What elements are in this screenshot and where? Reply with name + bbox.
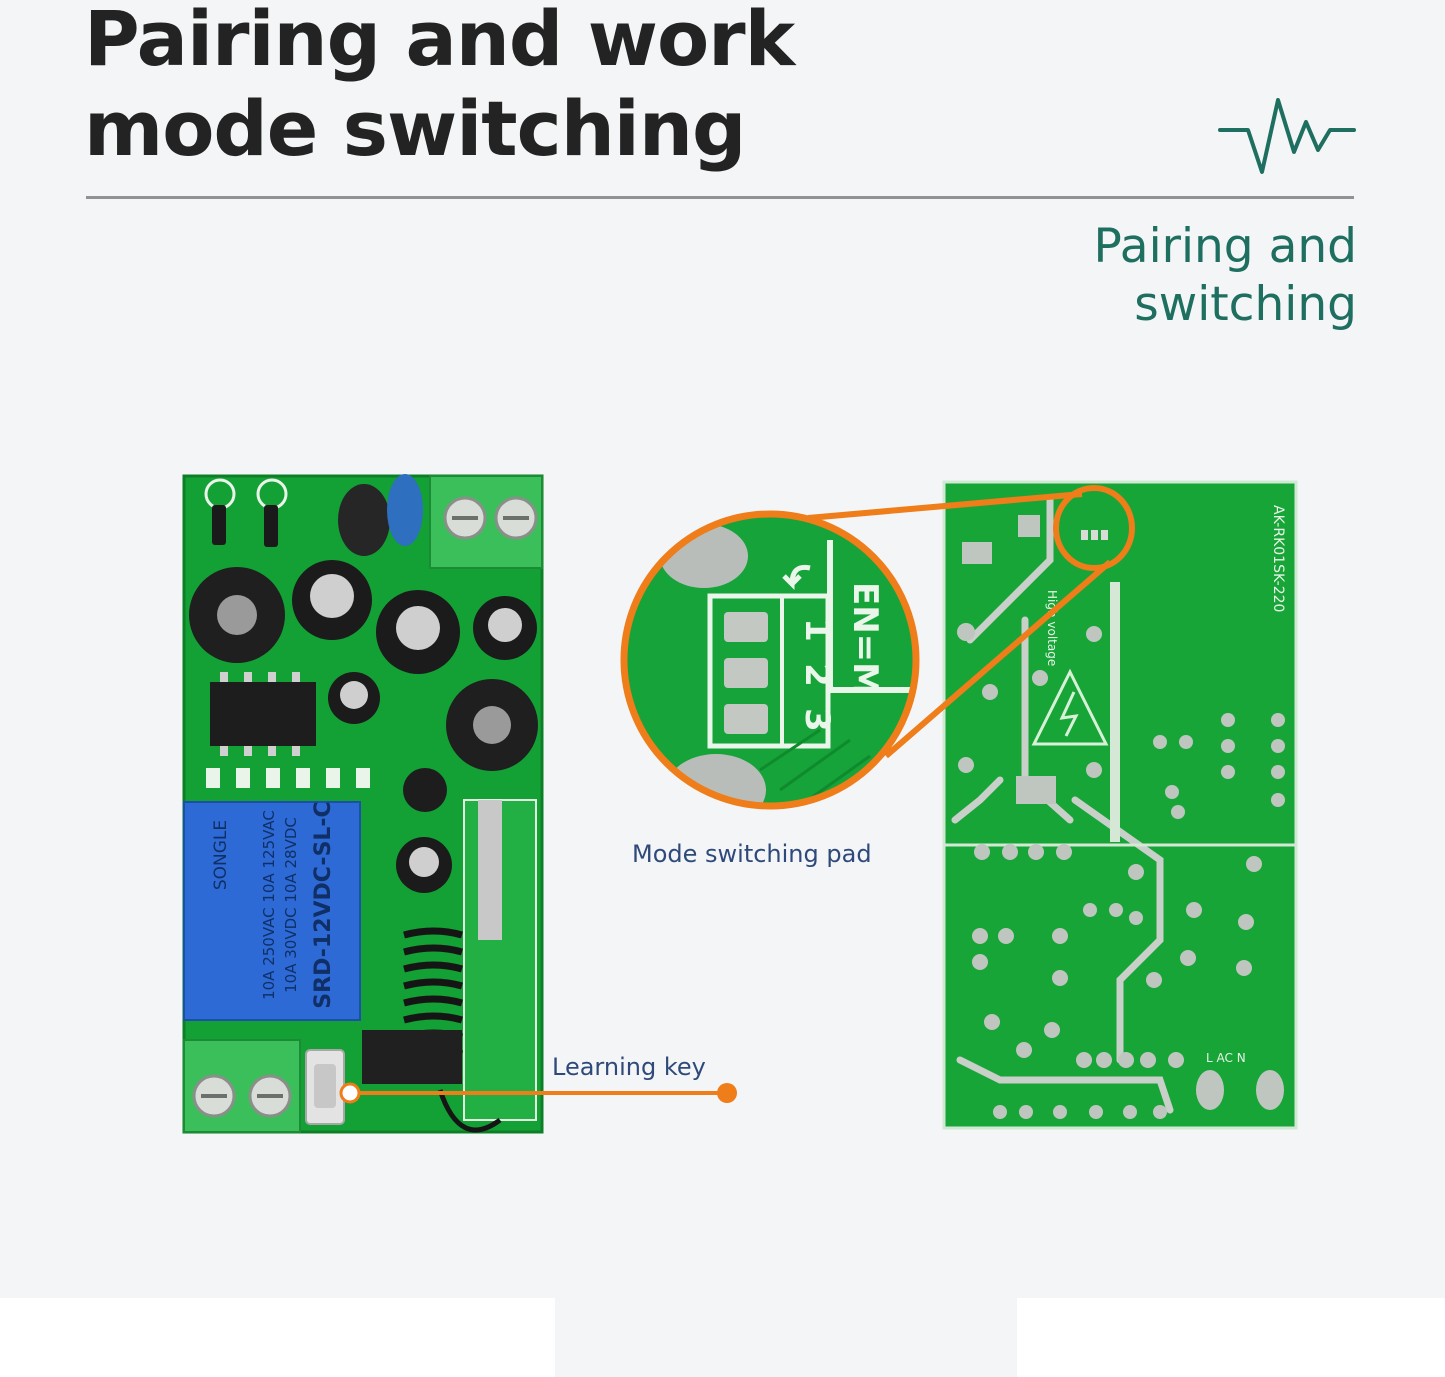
pad-number-3: 3 [797, 708, 837, 732]
front-pcb: SRD-12VDC-SL-C 10A 30VDC 10A 28VDC 10A 2… [182, 474, 544, 1134]
pad-number-2: 2 [797, 663, 837, 687]
relay-rating-2: 10A 30VDC 10A 28VDC [282, 817, 300, 993]
relay-brand: SONGLE [211, 820, 231, 890]
relay-rating-1: 10A 250VAC 10A 125VAC [260, 810, 278, 1000]
title-line-1: Pairing and work [84, 0, 795, 83]
page-title: Pairing and work mode switching [84, 0, 984, 174]
bottom-strip [555, 1298, 1017, 1377]
pulse-line-icon [1218, 98, 1356, 174]
mode-switching-pad-label: Mode switching pad [632, 840, 872, 868]
pad-number-1: 1 [797, 618, 837, 642]
back-model-label: AK-RK01SK-220 [1270, 505, 1286, 612]
high-voltage-warning-icon [1031, 668, 1109, 746]
learning-key-pointer [339, 1082, 737, 1104]
boards-illustration: SRD-12VDC-SL-C 10A 30VDC 10A 28VDC 10A 2… [182, 474, 1298, 1134]
subtitle-line-2: switching [1134, 277, 1357, 332]
learning-key-label: Learning key [552, 1053, 706, 1081]
back-warning-label: High voltage [1045, 590, 1059, 666]
zoom-connector [807, 485, 1135, 759]
zoom-detail: 1 2 3 EN=M [624, 514, 916, 806]
title-divider [86, 196, 1354, 199]
subtitle-line-1: Pairing and [1093, 219, 1357, 274]
back-pcb: AK-RK01SK-220 High voltage L AC N [942, 480, 1298, 1130]
relay-model: SRD-12VDC-SL-C [311, 801, 336, 1008]
section-subtitle: Pairing and switching [937, 218, 1357, 334]
zoom-ring [620, 510, 920, 810]
terminal-labels: L AC N [1206, 1051, 1246, 1065]
zoom-silk-text: EN=M [845, 582, 885, 696]
title-line-2: mode switching [84, 84, 746, 173]
